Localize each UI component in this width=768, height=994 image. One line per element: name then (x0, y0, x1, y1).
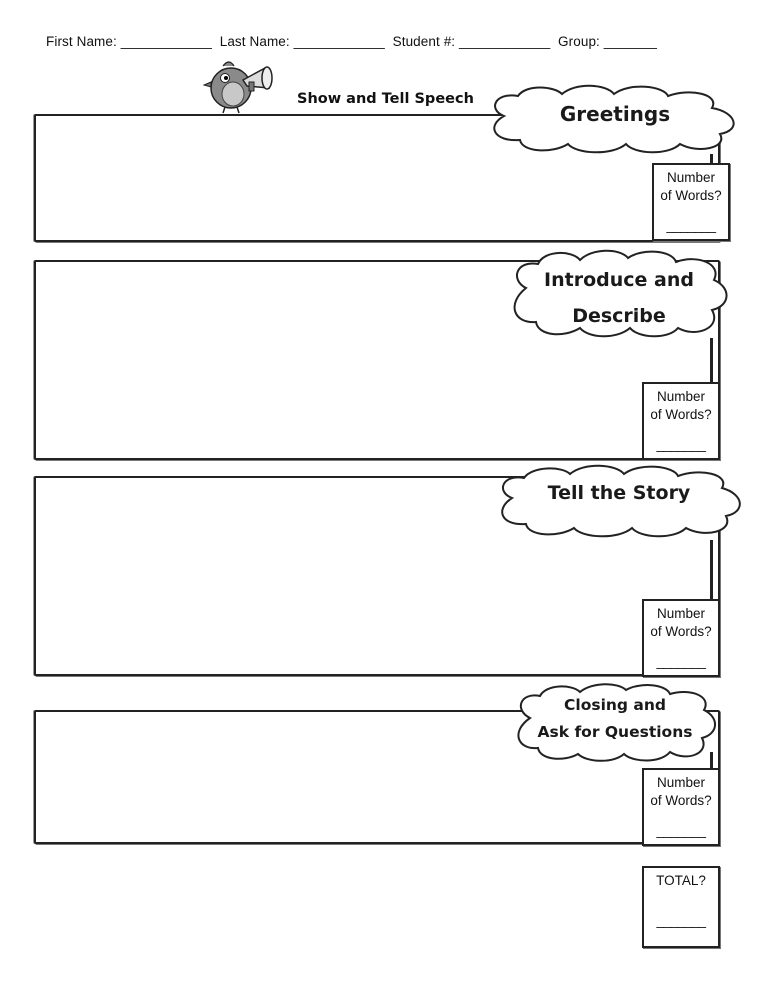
word-count-blank[interactable]: _______ (656, 823, 706, 838)
total-blank[interactable]: _______ (656, 913, 706, 928)
connector-line (710, 540, 713, 600)
word-count-label: Number (656, 606, 705, 621)
word-count-blank[interactable]: _______ (666, 218, 716, 233)
connector-line (710, 752, 713, 770)
word-count-label: Number (656, 775, 705, 790)
bird-with-megaphone-icon (203, 61, 273, 114)
total-word-count-box[interactable]: TOTAL? _______ (642, 866, 720, 948)
first-name-field[interactable]: ____________ (120, 34, 213, 49)
greetings-heading: Greetings (559, 102, 671, 126)
introduce-heading-cloud (513, 249, 728, 338)
story-heading: Tell the Story (547, 482, 691, 504)
connector-line (710, 154, 713, 164)
greetings-word-count-box[interactable]: Number of Words? _______ (652, 163, 730, 241)
word-count-label: of Words? (650, 793, 712, 808)
greetings-heading-cloud (493, 84, 735, 154)
group-label: Group: (558, 34, 600, 49)
word-count-label: of Words? (650, 624, 712, 639)
word-count-blank[interactable]: _______ (656, 654, 706, 669)
introduce-heading-line2: Describe (572, 305, 666, 327)
first-name-label: First Name: (46, 34, 117, 49)
story-heading-cloud (501, 464, 741, 538)
introduce-word-count-box[interactable]: Number of Words? _______ (642, 382, 720, 460)
word-count-label: of Words? (660, 188, 722, 203)
student-number-field[interactable]: ____________ (459, 34, 551, 49)
word-count-label: Number (656, 389, 705, 404)
introduce-heading-line1: Introduce and (544, 269, 694, 291)
closing-heading-line2: Ask for Questions (537, 723, 693, 741)
closing-word-count-box[interactable]: Number of Words? _______ (642, 768, 720, 846)
student-info-header: First Name: ____________ Last Name: ____… (46, 34, 657, 49)
group-field[interactable]: _______ (603, 34, 658, 49)
story-word-count-box[interactable]: Number of Words? _______ (642, 599, 720, 677)
last-name-label: Last Name: (219, 34, 290, 49)
page-title: Show and Tell Speech (297, 91, 474, 107)
word-count-label: Number (666, 170, 715, 185)
connector-line (710, 338, 713, 384)
last-name-field[interactable]: ____________ (293, 34, 385, 49)
closing-heading-line1: Closing and (564, 696, 666, 714)
closing-heading-cloud (517, 683, 716, 762)
student-number-label: Student #: (392, 34, 456, 49)
word-count-label: of Words? (650, 407, 712, 422)
total-label: TOTAL? (656, 873, 706, 888)
word-count-blank[interactable]: _______ (656, 437, 706, 452)
